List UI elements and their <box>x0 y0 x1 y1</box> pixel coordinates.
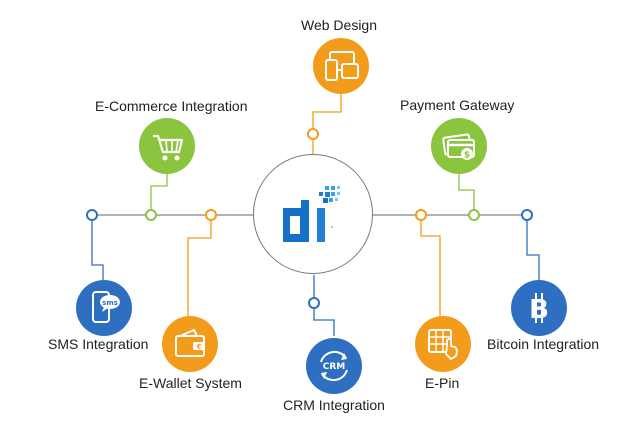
bitcoin-icon: B <box>529 293 549 325</box>
svg-text:€: € <box>196 343 202 351</box>
ecommerce-node <box>139 118 195 174</box>
wallet-icon: € <box>175 328 205 357</box>
crm-cycle-icon: CRM <box>320 350 348 382</box>
sms-phone-icon: sms <box>92 291 120 323</box>
label-bitcoin-integration: Bitcoin Integration <box>487 336 600 352</box>
ewallet-node: € <box>162 316 218 372</box>
label-web-design: Web Design <box>301 17 378 33</box>
sms-integration-node: sms <box>76 280 132 336</box>
svg-text:CRM: CRM <box>323 362 346 372</box>
central-hub <box>253 154 373 274</box>
credit-card-icon: $ <box>442 133 475 161</box>
payment-gateway-node: $ <box>431 118 487 174</box>
svg-text:sms: sms <box>102 299 118 307</box>
payment-junction-dot <box>468 209 480 221</box>
shopping-cart-icon <box>153 134 184 161</box>
label-ecommerce-integration: E-Commerce Integration <box>95 98 248 114</box>
label-sms-integration: SMS Integration <box>48 336 149 352</box>
bitcoin-integration-node: B <box>511 280 567 336</box>
ewallet-junction-dot <box>205 209 217 221</box>
web-design-junction-dot <box>307 128 319 140</box>
label-e-pin: E-Pin <box>425 375 460 391</box>
bitcoin-junction-dot <box>521 209 533 221</box>
ecommerce-junction-dot <box>145 209 157 221</box>
web-design-node <box>313 38 369 94</box>
label-ewallet-system: E-Wallet System <box>139 375 242 391</box>
crm-integration-node: CRM <box>306 338 362 394</box>
label-payment-gateway: Payment Gateway <box>400 97 515 113</box>
keypad-touch-icon <box>428 329 458 360</box>
devices-icon <box>325 51 359 81</box>
label-crm-integration: CRM Integration <box>283 397 385 413</box>
crm-junction-dot <box>308 297 320 309</box>
sms-junction-dot <box>86 209 98 221</box>
e-pin-node <box>415 316 471 372</box>
epin-junction-dot <box>415 209 427 221</box>
di-logo-icon <box>283 186 340 242</box>
svg-text:$: $ <box>464 151 470 161</box>
svg-text:B: B <box>529 295 549 325</box>
